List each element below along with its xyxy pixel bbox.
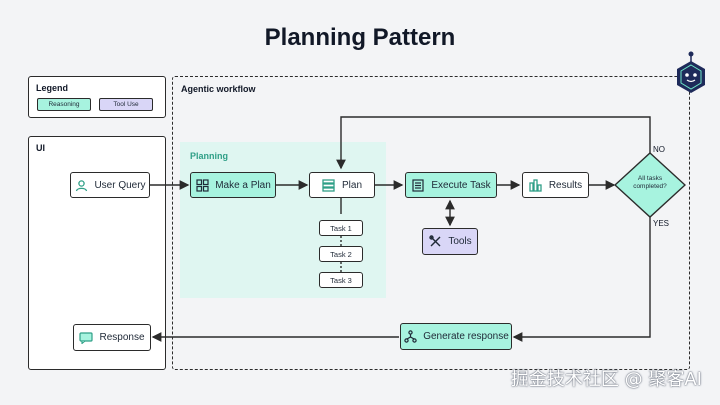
execute-task-label: Execute Task bbox=[431, 179, 491, 191]
user-query-node: User Query bbox=[70, 172, 150, 198]
planning-title: Planning bbox=[190, 151, 228, 161]
tools-label: Tools bbox=[448, 236, 472, 247]
make-plan-node: Make a Plan bbox=[190, 172, 276, 198]
decision-label: All tasks completed? bbox=[633, 175, 667, 190]
decision-diamond bbox=[614, 152, 686, 218]
chat-icon bbox=[79, 331, 94, 345]
generate-response-node: Generate response bbox=[400, 323, 512, 350]
watermark: 掘金技术社区 @ 聚客AI bbox=[510, 369, 702, 390]
user-query-label: User Query bbox=[94, 179, 146, 191]
response-label: Response bbox=[99, 332, 145, 343]
legend-title: Legend bbox=[36, 83, 69, 93]
legend-panel: Legend Reasoning Tool Use bbox=[28, 76, 166, 118]
edge-decision-no-loop bbox=[336, 116, 651, 170]
grid-icon bbox=[195, 178, 209, 192]
response-node: Response bbox=[73, 324, 151, 351]
legend-reasoning-chip: Reasoning bbox=[37, 98, 91, 111]
page-title: Planning Pattern bbox=[264, 24, 456, 51]
list-icon bbox=[322, 178, 336, 192]
wrench-icon bbox=[428, 235, 442, 249]
results-label: Results bbox=[548, 179, 583, 191]
edge-decision-yes bbox=[512, 217, 651, 342]
results-node: Results bbox=[522, 172, 589, 198]
bar-chart-icon bbox=[529, 178, 543, 192]
legend-tool-use-chip: Tool Use bbox=[99, 98, 153, 111]
task-1-node: Task 1 bbox=[319, 220, 363, 236]
user-icon bbox=[74, 178, 88, 192]
execute-task-node: Execute Task bbox=[405, 172, 497, 198]
generate-response-label: Generate response bbox=[423, 331, 509, 342]
plan-node: Plan bbox=[309, 172, 375, 198]
ui-panel-title: UI bbox=[36, 143, 45, 153]
edge-label-yes: YES bbox=[653, 219, 670, 228]
make-plan-label: Make a Plan bbox=[215, 179, 271, 191]
task-3-node: Task 3 bbox=[319, 272, 363, 288]
agentic-workflow-container bbox=[172, 76, 690, 370]
plan-label: Plan bbox=[341, 179, 362, 191]
document-icon bbox=[411, 178, 425, 192]
task-2-node: Task 2 bbox=[319, 246, 363, 262]
robot-logo-icon bbox=[677, 51, 705, 93]
edge-label-no: NO bbox=[653, 145, 665, 154]
workflow-title: Agentic workflow bbox=[181, 84, 256, 94]
tools-node: Tools bbox=[422, 228, 478, 255]
branch-icon bbox=[403, 330, 417, 344]
